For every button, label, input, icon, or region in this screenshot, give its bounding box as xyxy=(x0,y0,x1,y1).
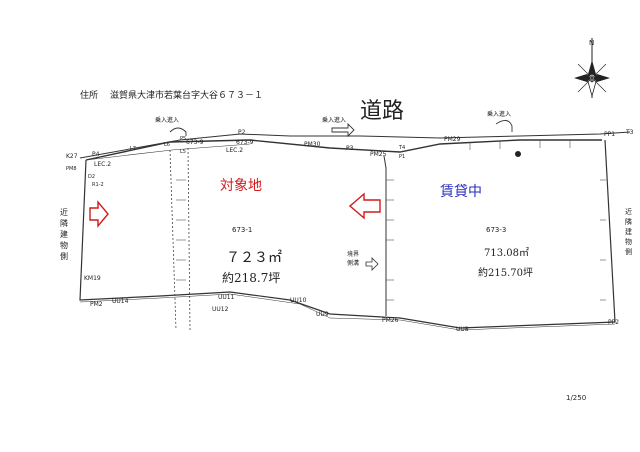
point-p5: P5 xyxy=(180,136,186,142)
lot-right-area-tsubo: 約215.70坪 xyxy=(478,266,533,279)
red-arrow-right-icon xyxy=(89,200,109,228)
boundary-note-1: 境界 xyxy=(347,250,359,258)
point-p2: P2 xyxy=(238,129,246,136)
neighbor-right: 近 隣 建 物 側 xyxy=(625,207,632,256)
passage-ticks xyxy=(176,179,186,281)
point-p3: P3 xyxy=(346,145,354,152)
neighbor-left-char: 隣 xyxy=(60,218,68,228)
point-k27: K27 xyxy=(66,153,78,160)
fence-ticks-right xyxy=(600,179,606,301)
neighbor-left-char: 物 xyxy=(60,240,68,250)
neighbor-left-char: 近 xyxy=(60,207,68,217)
point-pm26: PM26 xyxy=(382,317,399,324)
passage-line-right xyxy=(187,147,191,331)
road-lot-1: 673-9 xyxy=(186,139,204,146)
neighbor-right-char: 側 xyxy=(625,247,632,256)
lot-left-area-tsubo: 約218.7坪 xyxy=(222,270,280,285)
point-lec2-b: LEC.2 xyxy=(226,147,243,154)
subject-label: 対象地 xyxy=(220,178,262,194)
point-pm29: PM29 xyxy=(444,136,461,143)
point-uu9: UU9 xyxy=(316,311,329,318)
scale-label: 1/250 xyxy=(566,394,586,402)
entrance-label-1: 乗入進入 xyxy=(155,116,179,124)
point-lec2-a: LEC.2 xyxy=(94,161,111,168)
inner-boundary-line xyxy=(85,143,251,161)
neighbor-left-char: 側 xyxy=(60,251,68,261)
lot-left-area-m2: ７２３㎡ xyxy=(226,250,282,266)
lot-divider-line xyxy=(383,155,387,316)
point-uu12: UU12 xyxy=(212,306,229,313)
boundary-note-2: 側溝 xyxy=(347,259,359,267)
road-lot-2: 673-9 xyxy=(236,139,254,146)
north-label: N xyxy=(589,39,594,47)
lot-left-number: 673-1 xyxy=(232,226,252,234)
front-boundary-line xyxy=(85,139,602,161)
point-l7: L7 xyxy=(130,146,136,152)
entrance-label-2: 乗入進入 xyxy=(322,116,346,124)
north-arrow-icon: N xyxy=(574,38,610,98)
lot-outline xyxy=(79,139,616,329)
point-l6: L6 xyxy=(164,142,170,148)
passage-line-left xyxy=(169,149,177,331)
lot-outline-inner xyxy=(79,293,616,331)
point-km19: KM19 xyxy=(84,275,101,282)
point-pm2: PM2 xyxy=(90,301,103,308)
road-label: 道路 xyxy=(360,99,404,124)
point-t4: T4 xyxy=(398,145,405,151)
point-uu11: UU11 xyxy=(218,294,235,301)
neighbor-right-char: 物 xyxy=(625,237,632,246)
entrance-arrow-icon xyxy=(169,120,513,138)
neighbor-right-char: 建 xyxy=(625,227,632,236)
lot-right-number: 673-3 xyxy=(486,226,506,234)
utility-pole-icon xyxy=(515,151,521,157)
road-edge-line xyxy=(79,131,631,159)
point-pp2: PP2 xyxy=(608,319,619,326)
point-p4: P4 xyxy=(92,151,100,158)
point-r12: R1-2 xyxy=(92,182,104,188)
neighbor-right-char: 隣 xyxy=(625,217,632,226)
point-pm8: PM8 xyxy=(66,166,77,172)
neighbor-left: 近 隣 建 物 側 xyxy=(60,207,68,261)
address-label: 住所 xyxy=(80,89,98,101)
entrance-label-3: 乗入進入 xyxy=(487,110,511,118)
point-t3: T3 xyxy=(625,129,634,136)
small-arrow-icon xyxy=(365,257,379,271)
point-pm30: PM30 xyxy=(304,141,321,148)
leased-label: 賃貸中 xyxy=(440,184,482,200)
point-pm25: PM25 xyxy=(370,151,387,158)
lot-right-area-m2: 713.08㎡ xyxy=(484,247,529,259)
point-uu8: UU8 xyxy=(456,326,469,333)
point-l5: L5 xyxy=(180,149,186,155)
point-pp1: PP1 xyxy=(604,131,615,138)
address-value: 滋賀県大津市若葉台字大谷６７３－１ xyxy=(110,89,263,101)
point-p1: P1 xyxy=(399,154,405,160)
point-uu10: UU10 xyxy=(290,297,307,304)
point-uu14: UU14 xyxy=(112,298,129,305)
point-d2: D2 xyxy=(88,174,95,180)
red-arrow-left-icon xyxy=(348,192,381,220)
fence-ticks-front xyxy=(469,140,571,150)
neighbor-left-char: 建 xyxy=(60,229,68,239)
neighbor-right-char: 近 xyxy=(625,207,632,216)
fence-ticks-divider xyxy=(386,179,394,301)
